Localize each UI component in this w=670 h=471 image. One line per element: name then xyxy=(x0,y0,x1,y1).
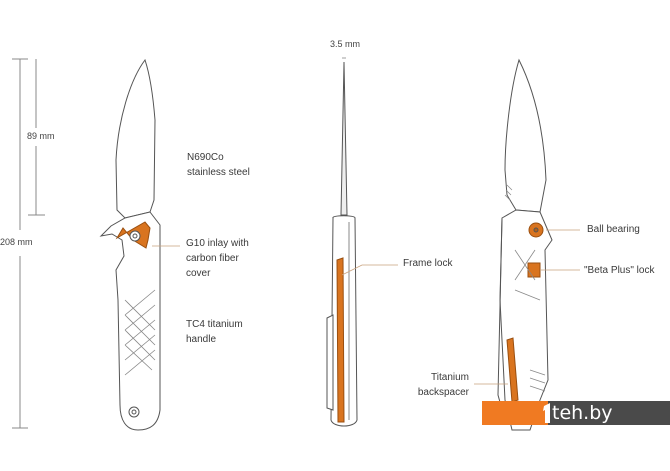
backspacer-callout: Titanium backspacer xyxy=(405,370,469,400)
watermark-text: teh.by xyxy=(552,402,613,424)
thickness-label: 3.5 mm xyxy=(330,39,361,49)
watermark: teh.by xyxy=(482,401,670,425)
callout-line: N690Co xyxy=(187,152,224,163)
overall-length-dimension-line xyxy=(12,58,28,429)
callout-line: Titanium xyxy=(431,372,469,383)
callout-line: cover xyxy=(186,268,211,279)
blade-steel-callout: N690Co stainless steel xyxy=(187,150,250,180)
callout-line: handle xyxy=(186,334,217,345)
frame-lock-callout: Frame lock xyxy=(403,258,453,269)
callout-line: G10 inlay with xyxy=(186,238,249,249)
watermark-orange-bar xyxy=(482,401,548,425)
callout-line: stainless steel xyxy=(187,167,250,178)
watermark-logo-icon xyxy=(543,403,550,423)
leader-lines xyxy=(152,229,580,385)
knife-side-view xyxy=(99,58,161,431)
knife-spine-view xyxy=(326,61,358,427)
overall-length-label: 208 mm xyxy=(0,237,33,247)
knife-back-view xyxy=(497,58,553,431)
callout-line: backspacer xyxy=(417,387,469,398)
frame-lock-leader-line xyxy=(341,264,398,276)
beta-plus-lock-callout: "Beta Plus" lock xyxy=(584,265,655,276)
callout-line: carbon fiber xyxy=(186,253,239,264)
ball-bearing-callout: Ball bearing xyxy=(587,224,640,235)
callout-line: TC4 titanium xyxy=(186,319,243,330)
blade-length-label: 89 mm xyxy=(27,131,55,141)
handle-callout: TC4 titanium handle xyxy=(186,317,243,347)
blade-length-dimension-line xyxy=(28,59,45,216)
inlay-callout: G10 inlay with carbon fiber cover xyxy=(186,236,249,281)
watermark-gray-bar xyxy=(548,401,670,425)
